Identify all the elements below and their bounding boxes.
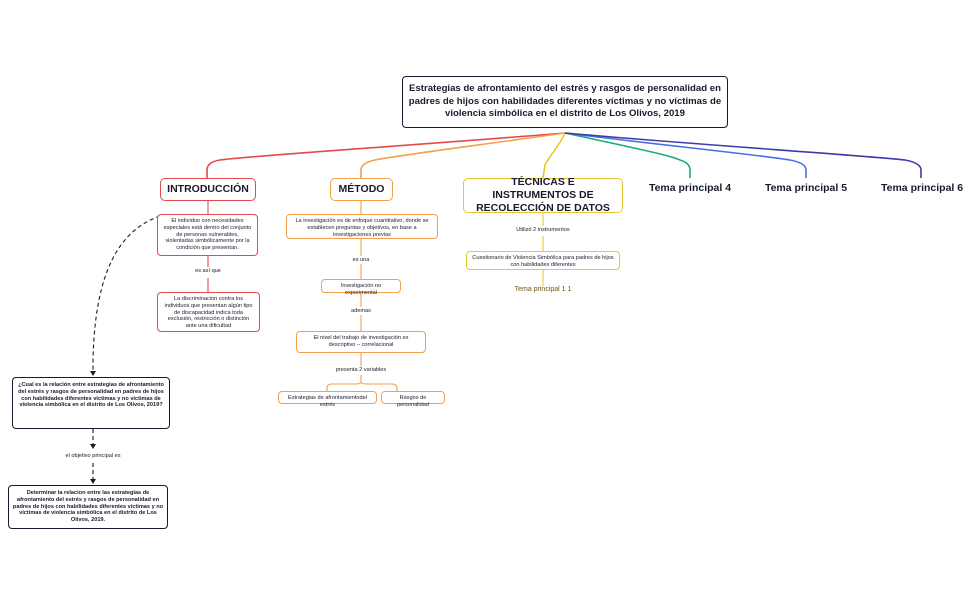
topic-tema4[interactable]: Tema principal 4 [648, 182, 732, 194]
topic-tecnicas[interactable]: TÉCNICAS E INSTRUMENTOS DE RECOLECCIÓN D… [463, 176, 623, 214]
intro-node-individuo[interactable]: El individuo con necesidades especiales … [157, 214, 258, 256]
topic-tema6[interactable]: Tema principal 6 [881, 182, 964, 194]
relation-intro-question [92, 215, 161, 372]
question-node[interactable]: ¿Cual es la relación entre estrategias d… [12, 377, 170, 429]
metodo-var-rasgos[interactable]: Rasgos de personalidad [381, 391, 445, 408]
tecnicas-node-cuestionario[interactable]: Cuestionario de Violencia Simbólica para… [466, 251, 620, 270]
metodo-label-es-una: es una [343, 257, 379, 264]
metodo-node-no-experimental[interactable]: Investigación no experimental [321, 279, 401, 296]
relation-arrowhead-2 [90, 444, 96, 449]
branch-metodo [360, 132, 566, 178]
branch-introduccion [206, 132, 566, 178]
tecnicas-label-instrumentos: Utilizó 2 instrumentos [509, 227, 577, 234]
metodo-node-enfoque[interactable]: La investigación es de enfoque cuantitat… [286, 214, 438, 239]
topic-tema5[interactable]: Tema principal 5 [764, 182, 848, 194]
branch-tecnicas [542, 132, 566, 179]
topic-metodo[interactable]: MÉTODO [330, 178, 393, 201]
topic-introduccion[interactable]: INTRODUCCIÓN [160, 178, 256, 201]
branch-tema6 [564, 132, 922, 178]
metodo-var-estrategias[interactable]: Estrategias de afrontamientodel estrés [278, 391, 377, 408]
metodo-node-nivel[interactable]: El nivel del trabajo de investigación es… [296, 331, 426, 353]
objective-node[interactable]: Determinar la relacion entre las estrate… [8, 485, 168, 529]
branch-tema5 [564, 132, 807, 178]
label-objetivo-principal: el objetivo principal es [55, 453, 131, 460]
metodo-link-8 [360, 381, 398, 391]
intro-node-discriminacion[interactable]: La discriminacion contra los individuos … [157, 292, 260, 332]
relation-arrowhead-3 [90, 479, 96, 484]
metodo-link-7 [326, 375, 362, 391]
intro-label-es-asi-que: es así que [186, 268, 230, 275]
metodo-label-variables: presenta 2 variables [334, 367, 388, 374]
branch-tema4 [564, 132, 691, 178]
tecnicas-node-tema-1-1[interactable]: Tema principal 1 1 [514, 286, 572, 293]
relation-arrowhead-1 [90, 371, 96, 376]
metodo-label-ademas: ademas [343, 308, 379, 315]
root-topic[interactable]: Estrategias de afrontamiento del estrés … [402, 76, 728, 128]
